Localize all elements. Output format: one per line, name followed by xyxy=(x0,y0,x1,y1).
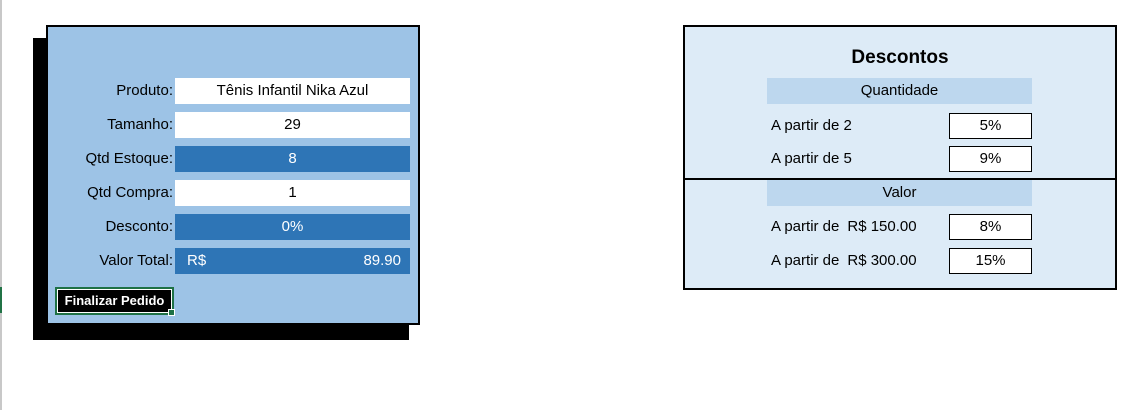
total-currency: R$ xyxy=(187,252,207,269)
discounts-title: Descontos xyxy=(851,47,949,68)
selection-handle[interactable] xyxy=(168,309,175,316)
product-label: Produto: xyxy=(116,82,173,99)
value-rule-amount: R$ 300.00 xyxy=(847,252,917,269)
total-label: Valor Total: xyxy=(99,252,173,269)
stock-label: Qtd Estoque: xyxy=(85,150,173,167)
row-selection-marker xyxy=(0,287,2,313)
total-row: Valor Total: R$ 89.90 xyxy=(48,248,418,274)
discount-row: Desconto: 0% xyxy=(48,214,418,240)
value-rule-value[interactable]: 8% xyxy=(949,214,1032,240)
purchase-qty-row: Qtd Compra: 1 xyxy=(48,180,418,206)
total-amount: 89.90 xyxy=(363,252,401,269)
value-rule-label: A partir de R$ 150.00 xyxy=(771,214,917,240)
quantity-rule-row: A partir de 2 5% xyxy=(685,113,1115,139)
purchase-qty-label: Qtd Compra: xyxy=(87,184,173,201)
order-form: Produto: Tênis Infantil Nika Azul Tamanh… xyxy=(46,25,420,325)
value-header: Valor xyxy=(767,180,1032,206)
finalize-order-label: Finalizar Pedido xyxy=(64,293,165,308)
stock-row: Qtd Estoque: 8 xyxy=(48,146,418,172)
quantity-rule-row: A partir de 5 9% xyxy=(685,146,1115,172)
total-field: R$ 89.90 xyxy=(175,248,410,274)
discount-label: Desconto: xyxy=(105,218,173,235)
quantity-rule-label: A partir de 5 xyxy=(771,150,852,167)
sheet-left-edge xyxy=(0,0,2,410)
size-label: Tamanho: xyxy=(107,116,173,133)
value-rule-label: A partir de R$ 300.00 xyxy=(771,248,917,274)
section-divider xyxy=(685,178,1115,180)
finalize-order-button[interactable]: Finalizar Pedido xyxy=(55,287,175,316)
quantity-rule-value[interactable]: 9% xyxy=(949,146,1032,172)
product-field[interactable]: Tênis Infantil Nika Azul xyxy=(175,78,410,104)
quantity-header: Quantidade xyxy=(767,78,1032,104)
size-field[interactable]: 29 xyxy=(175,112,410,138)
value-rule-amount: R$ 150.00 xyxy=(847,218,917,235)
value-rule-value[interactable]: 15% xyxy=(949,248,1032,274)
discounts-table: Descontos Quantidade A partir de 2 5% A … xyxy=(683,25,1117,290)
quantity-rule-label: A partir de 2 xyxy=(771,117,852,134)
value-rule-prefix: A partir de xyxy=(771,218,840,235)
value-rule-row: A partir de R$ 150.00 8% xyxy=(685,214,1115,240)
value-rule-row: A partir de R$ 300.00 15% xyxy=(685,248,1115,274)
stock-field: 8 xyxy=(175,146,410,172)
product-row: Produto: Tênis Infantil Nika Azul xyxy=(48,78,418,104)
quantity-rule-value[interactable]: 5% xyxy=(949,113,1032,139)
discount-field: 0% xyxy=(175,214,410,240)
purchase-qty-field[interactable]: 1 xyxy=(175,180,410,206)
size-row: Tamanho: 29 xyxy=(48,112,418,138)
value-rule-prefix: A partir de xyxy=(771,252,840,269)
